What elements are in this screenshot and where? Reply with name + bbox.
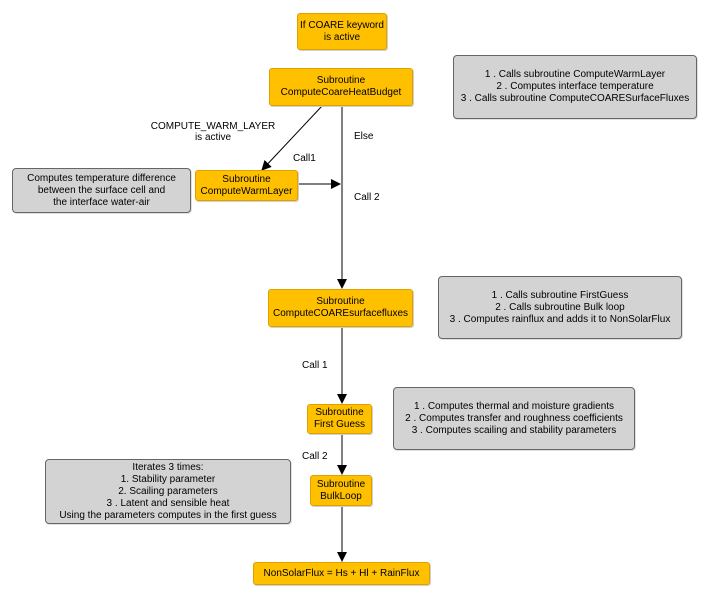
note-surface-fluxes: 1 . Calls subroutine FirstGuess 2 . Call… [438, 276, 682, 339]
edge-heatbudget-to-warmlayer [261, 105, 323, 171]
label-else: Else [354, 131, 374, 142]
label-call1-first-guess: Call 1 [302, 360, 328, 371]
label-call2-bulk-loop: Call 2 [302, 451, 328, 462]
node-nonsolar-flux: NonSolarFlux = Hs + Hl + RainFlux [253, 562, 430, 585]
node-compute-coare-heat-budget: Subroutine ComputeCoareHeatBudget [269, 68, 413, 106]
label-call2-surface-fluxes: Call 2 [354, 192, 380, 203]
note-first-guess: 1 . Computes thermal and moisture gradie… [393, 387, 635, 450]
label-call1-warm-layer: Call1 [293, 153, 316, 164]
node-first-guess: Subroutine First Guess [307, 404, 372, 434]
node-compute-coare-surface-fluxes: Subroutine ComputeCOAREsurfacefluxes [268, 289, 413, 327]
node-bulk-loop: Subroutine BulkLoop [310, 475, 372, 506]
label-compute-warm-layer-active: COMPUTE_WARM_LAYER is active [150, 121, 276, 143]
node-if-coare: If COARE keyword is active [297, 13, 387, 50]
note-heat-budget: 1 . Calls subroutine ComputeWarmLayer 2 … [453, 55, 697, 119]
note-warm-layer: Computes temperature difference between … [12, 168, 191, 213]
note-bulk-loop: Iterates 3 times: 1. Stability parameter… [45, 459, 291, 524]
node-compute-warm-layer: Subroutine ComputeWarmLayer [195, 170, 298, 201]
